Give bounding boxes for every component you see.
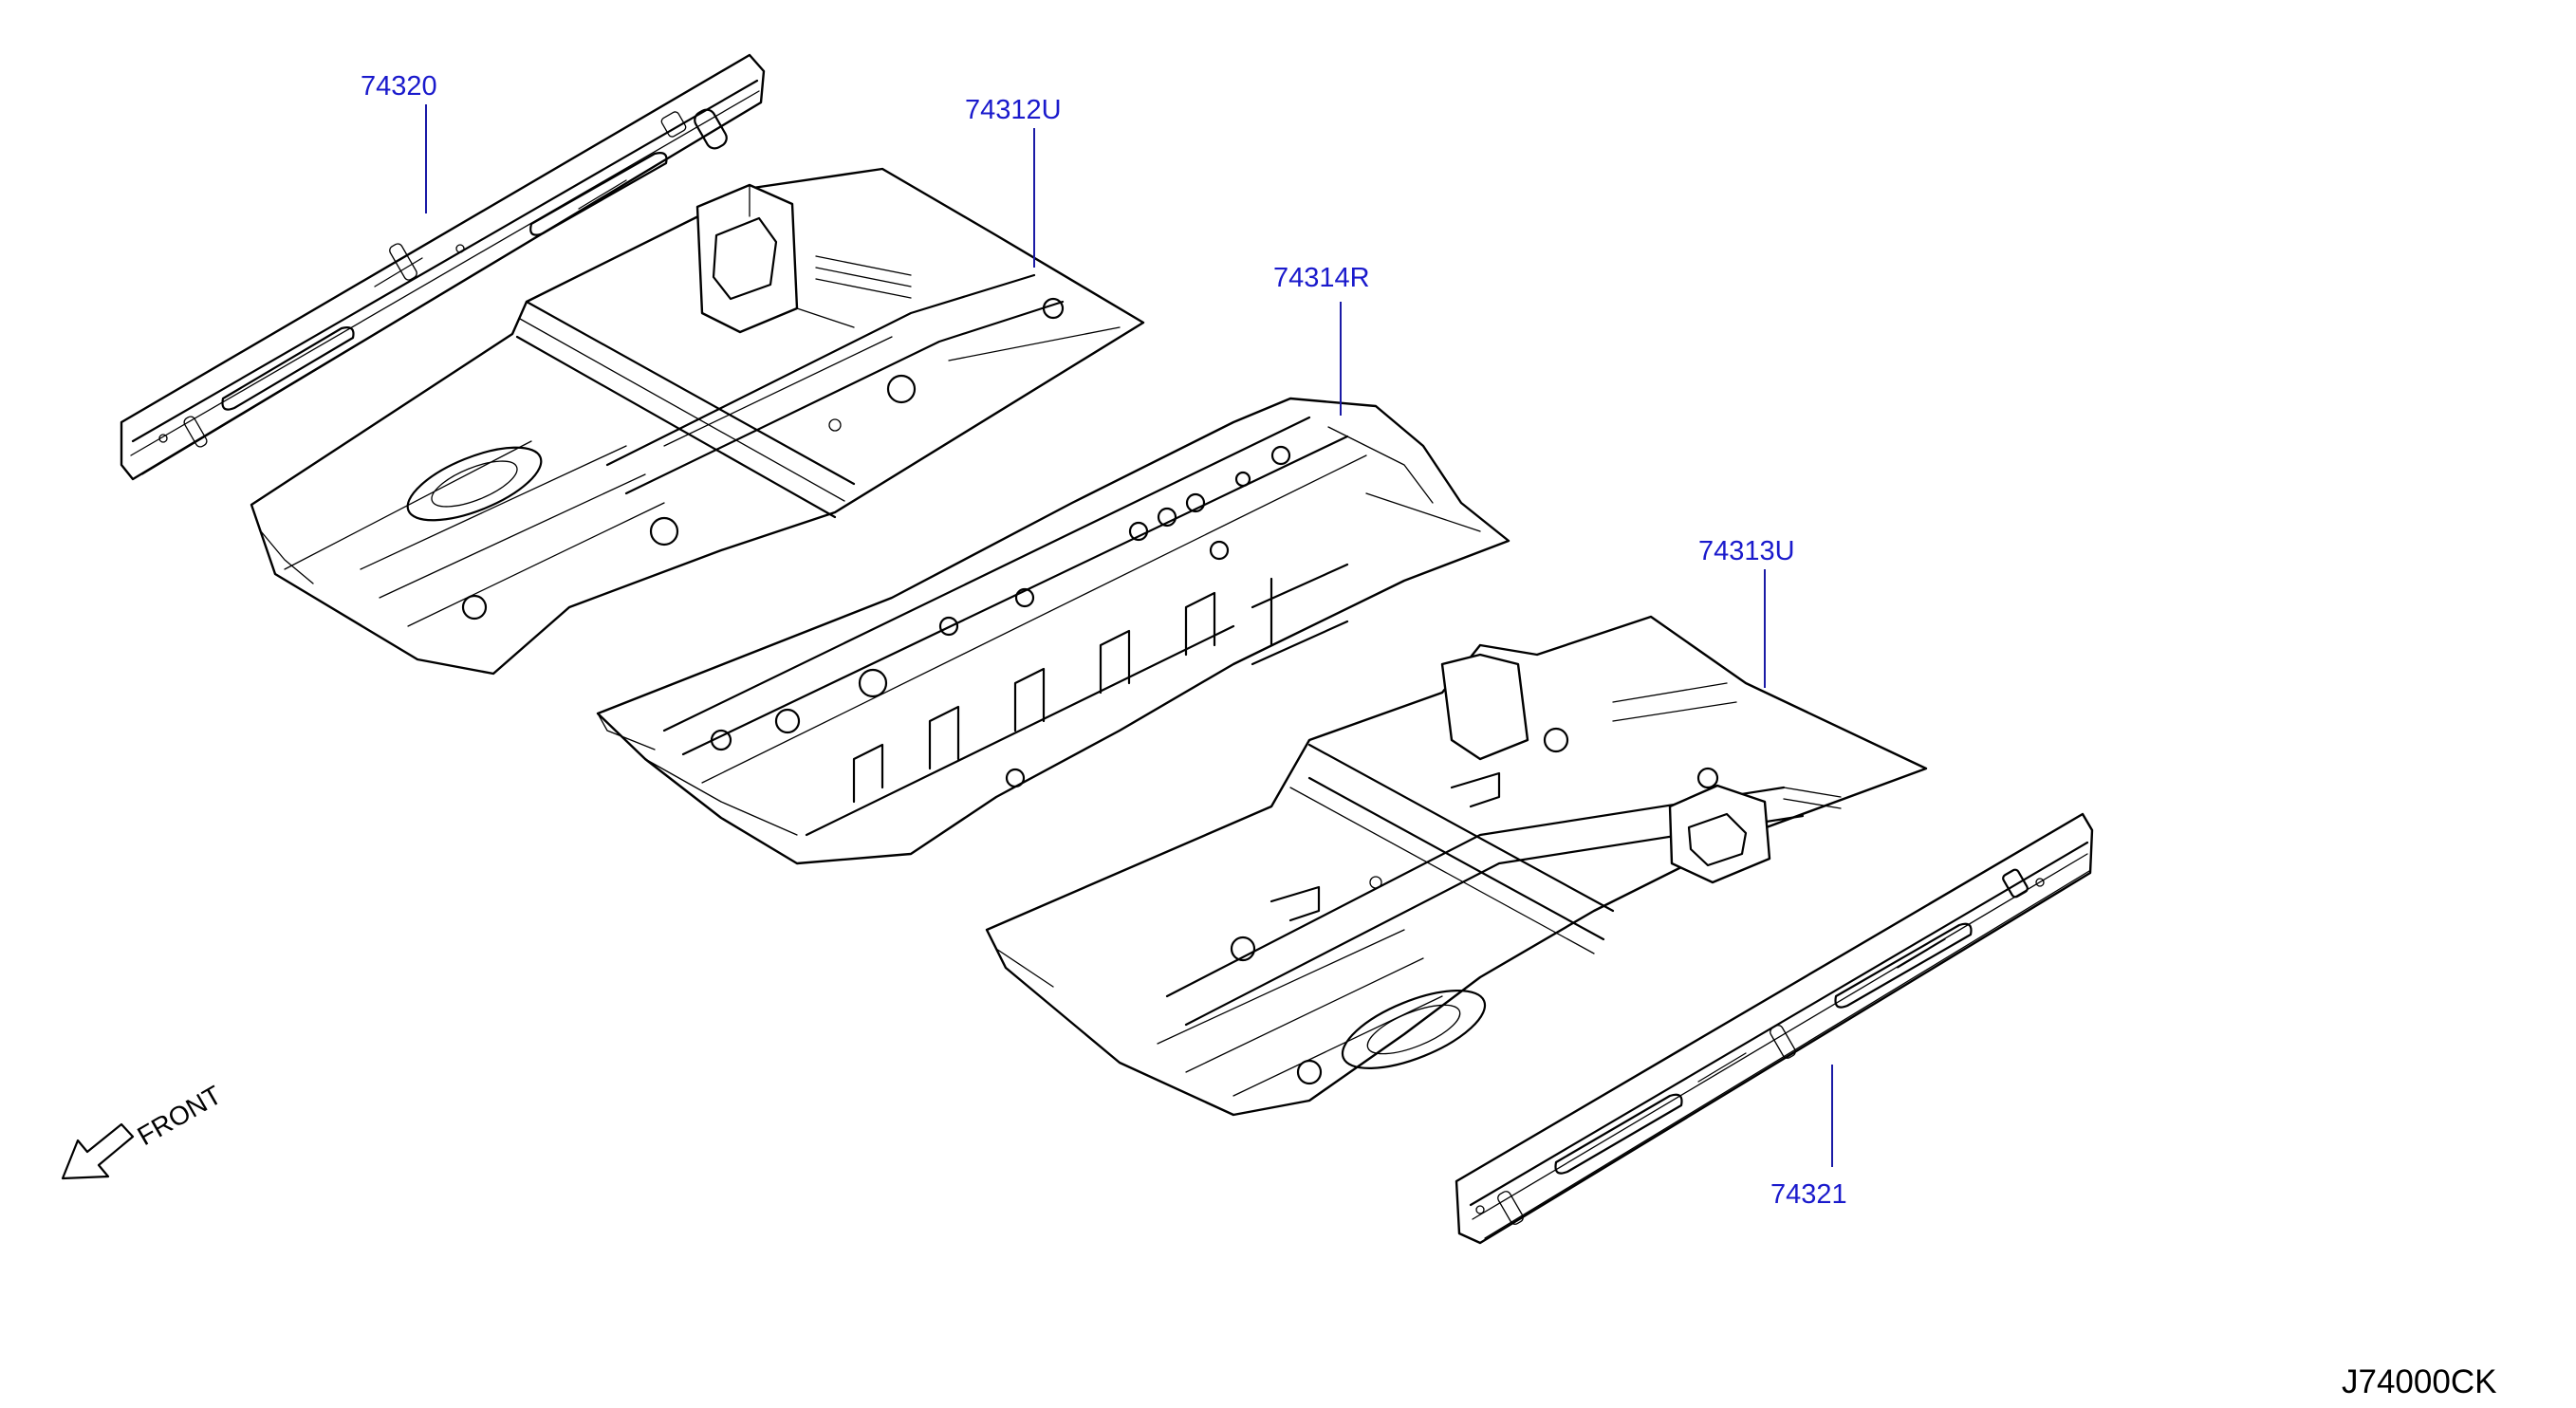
- callout-74312u[interactable]: 74312U: [965, 95, 1062, 125]
- part-74313u-front-floor-lower[interactable]: [985, 615, 1928, 1117]
- callout-74321[interactable]: 74321: [1770, 1179, 1847, 1210]
- part-74320-side-sill[interactable]: [120, 53, 766, 481]
- front-direction-arrow-icon: [61, 1122, 135, 1180]
- part-74314r-rear-floor[interactable]: [596, 397, 1510, 865]
- part-74321-side-sill[interactable]: [1455, 812, 2094, 1245]
- drawing-code: J74000CK: [2342, 1363, 2496, 1400]
- callout-74320[interactable]: 74320: [361, 71, 437, 102]
- callout-74313u[interactable]: 74313U: [1698, 536, 1795, 566]
- part-74312u-front-floor-upper[interactable]: [250, 167, 1145, 676]
- front-label: FRONT: [133, 1080, 227, 1151]
- callout-74314r[interactable]: 74314R: [1273, 263, 1370, 293]
